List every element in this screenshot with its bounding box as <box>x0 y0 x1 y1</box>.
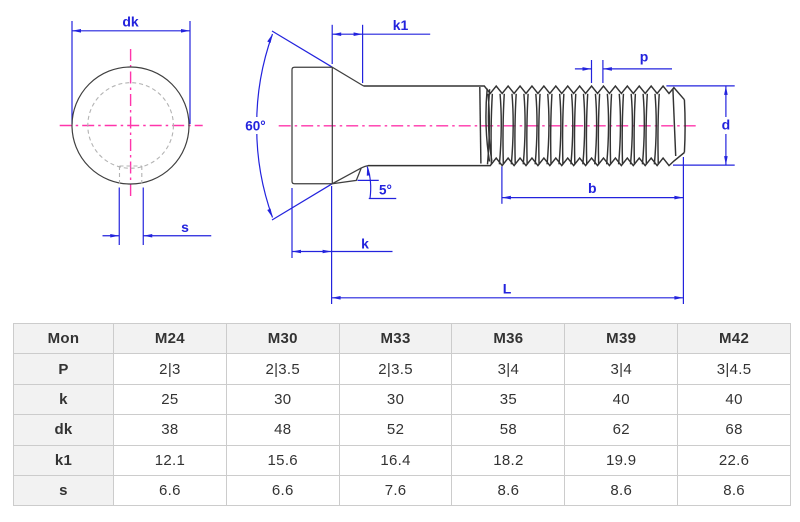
svg-text:p: p <box>640 49 649 65</box>
svg-text:60°: 60° <box>245 119 265 134</box>
svg-text:L: L <box>503 280 512 296</box>
svg-text:b: b <box>588 180 597 196</box>
svg-text:5°: 5° <box>379 183 392 198</box>
svg-text:k1: k1 <box>393 17 409 33</box>
svg-text:k: k <box>361 236 369 252</box>
svg-text:s: s <box>181 219 189 235</box>
svg-text:dk: dk <box>122 14 139 30</box>
svg-text:d: d <box>722 117 731 133</box>
